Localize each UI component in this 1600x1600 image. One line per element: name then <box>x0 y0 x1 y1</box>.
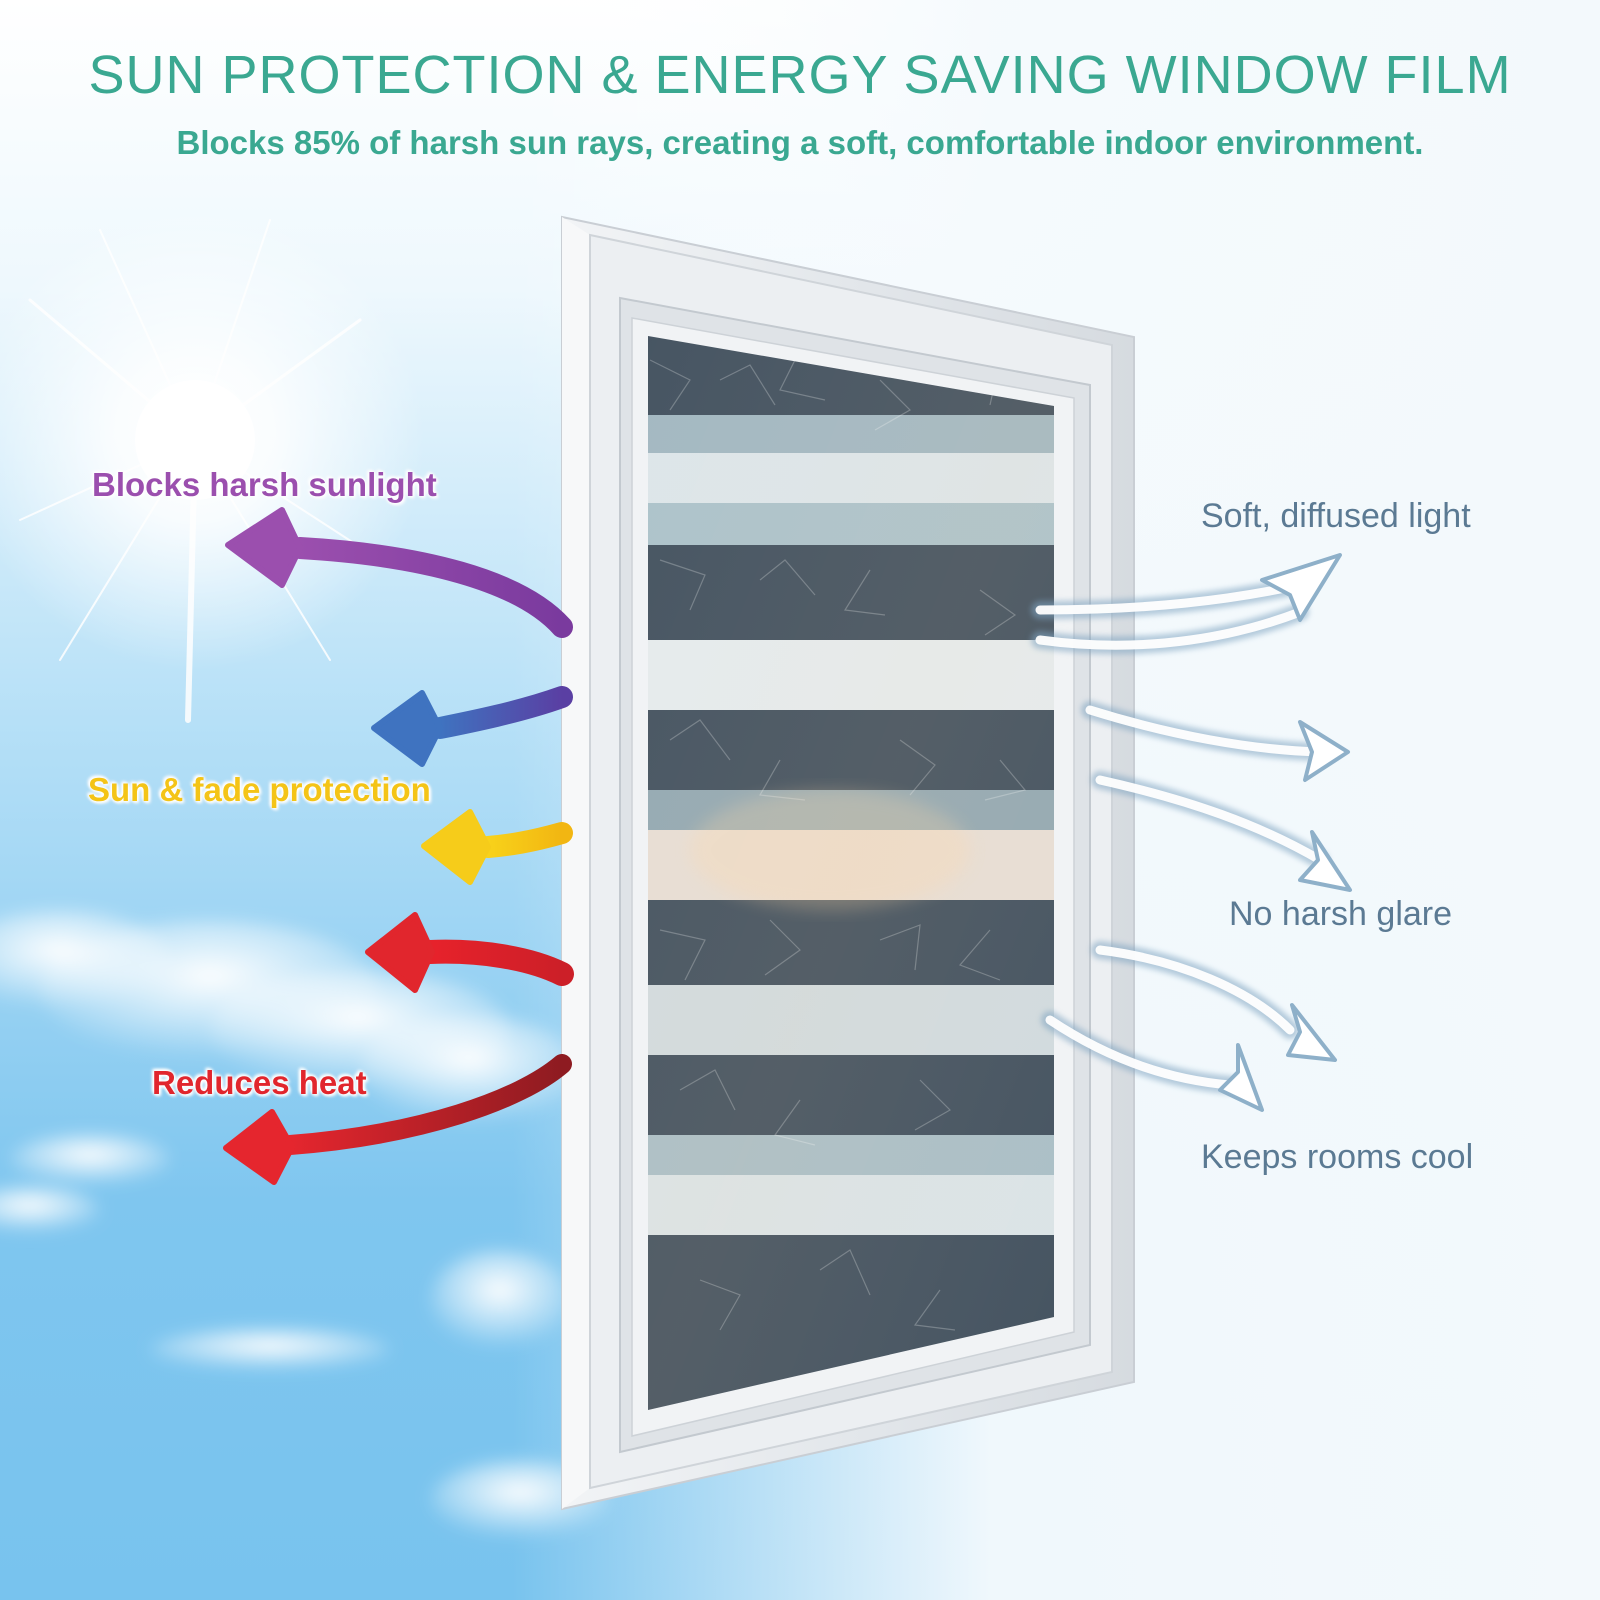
feature-reduces-heat: Reduces heat <box>152 1064 367 1101</box>
window-film <box>648 336 1054 1410</box>
feature-soft-diffused-light: Soft, diffused light <box>1201 497 1471 535</box>
inside-arrowhead-1 <box>1260 553 1342 622</box>
arrow-yellow <box>421 809 573 885</box>
page-subtitle: Blocks 85% of harsh sun rays, creating a… <box>176 124 1424 161</box>
inside-arrows <box>1031 553 1352 1112</box>
arrow-red <box>365 912 574 993</box>
feature-no-harsh-glare: No harsh glare <box>1229 895 1453 933</box>
feature-sun-fade-protection: Sun & fade protection <box>88 771 431 808</box>
arrow-blue <box>371 686 573 767</box>
outside-arrows <box>223 507 574 1185</box>
feature-blocks-harsh-sunlight: Blocks harsh sunlight <box>92 466 437 503</box>
arrow-darkred <box>223 1054 572 1185</box>
feature-keeps-rooms-cool: Keeps rooms cool <box>1201 1138 1474 1176</box>
arrow-purple <box>225 507 573 638</box>
page-title: SUN PROTECTION & ENERGY SAVING WINDOW FI… <box>88 45 1512 105</box>
